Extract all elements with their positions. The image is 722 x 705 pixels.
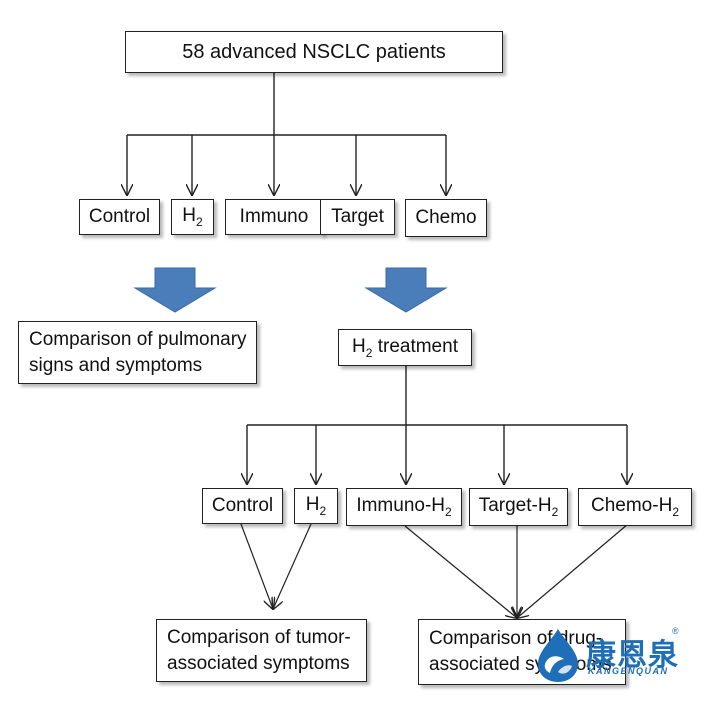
group-control: Control — [79, 199, 160, 235]
group-immuno-label: Immuno — [239, 206, 309, 227]
block-arrow-down-left — [133, 267, 217, 313]
group2-chemo-h2: Chemo-H2 — [578, 488, 692, 526]
registered-mark: ® — [672, 626, 679, 636]
group2-target-h2-label: Target-H2 — [478, 495, 559, 519]
block-arrow-down-right — [364, 267, 448, 313]
second-branch-connectors — [247, 366, 627, 484]
pulmonary-comparison-line1: Comparison of pulmonary — [29, 328, 247, 350]
pulmonary-comparison-line2: signs and symptoms — [29, 354, 203, 376]
kangenquan-logo: 康恩泉 KANGENQUAN ® — [532, 626, 682, 686]
h2-treatment-label: H2 treatment — [352, 335, 458, 360]
tumor-comparison-line2: associated symptoms — [167, 652, 350, 674]
group-h2-label: H2 — [182, 205, 203, 229]
patients-label: 58 advanced NSCLC patients — [182, 40, 446, 63]
group2-immuno-h2-label: Immuno-H2 — [356, 495, 452, 519]
converging-connectors — [240, 523, 629, 618]
top-branch-connectors — [127, 72, 446, 195]
group2-h2-label: H2 — [305, 494, 327, 518]
group-target: Target — [320, 199, 395, 235]
pulmonary-comparison-box: Comparison of pulmonary signs and sympto… — [18, 321, 257, 384]
tumor-comparison-box: Comparison of tumor- associated symptoms — [156, 619, 367, 682]
tumor-comparison-line1: Comparison of tumor- — [167, 626, 351, 648]
group-target-label: Target — [331, 206, 384, 227]
patients-box: 58 advanced NSCLC patients — [125, 31, 503, 73]
logo-chinese-text: 康恩泉 — [586, 638, 679, 673]
group-chemo: Chemo — [405, 199, 487, 237]
group-chemo-label: Chemo — [415, 207, 477, 228]
group2-control-label: Control — [211, 495, 274, 516]
logo-english-text: KANGENQUAN — [588, 666, 669, 676]
h2-treatment-box: H2 treatment — [338, 329, 472, 366]
group2-h2: H2 — [294, 488, 338, 524]
group2-target-h2: Target-H2 — [469, 488, 568, 526]
group-h2: H2 — [171, 199, 214, 235]
group2-chemo-h2-label: Chemo-H2 — [591, 495, 679, 519]
group-control-label: Control — [88, 206, 151, 227]
group2-control: Control — [202, 488, 283, 524]
water-drop-icon — [538, 629, 578, 682]
group2-immuno-h2: Immuno-H2 — [346, 488, 462, 526]
group-immuno: Immuno — [225, 199, 323, 235]
